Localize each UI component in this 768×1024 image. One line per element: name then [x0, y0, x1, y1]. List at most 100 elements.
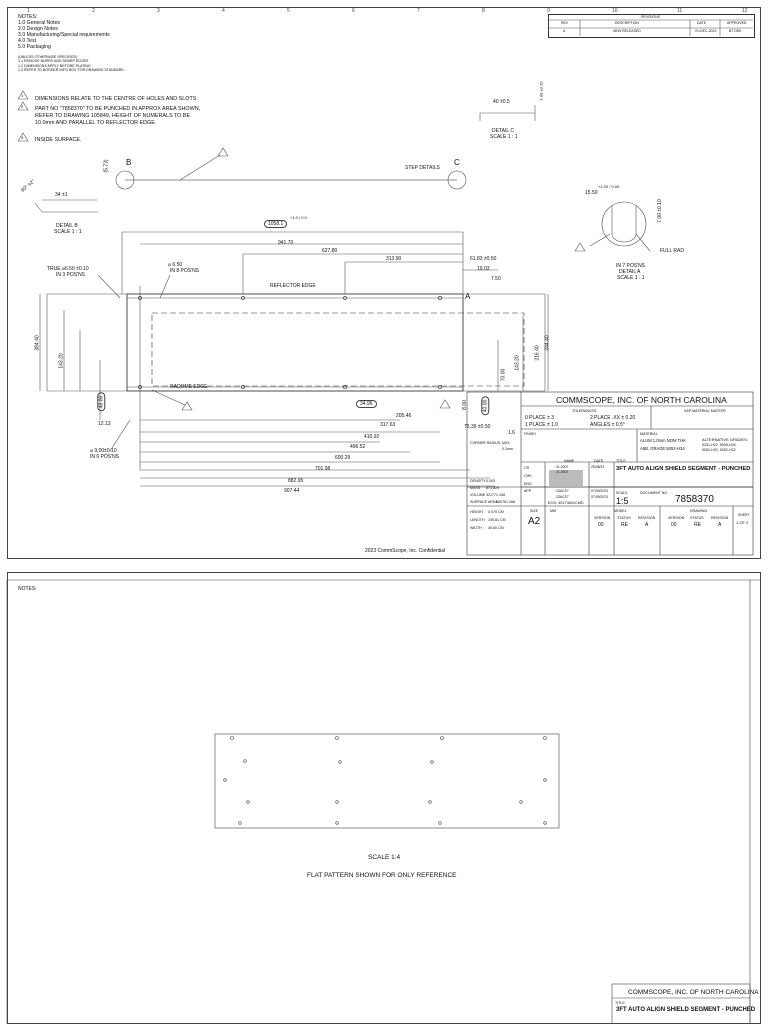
height-value: 0.070 CM [488, 510, 504, 514]
positions-6-label: IN 6 POS'NS [90, 454, 120, 460]
finish-label: FINISH [524, 432, 536, 436]
width-value: 40.60 CM [488, 526, 504, 530]
version-label: VERSION [594, 516, 611, 520]
dimension-value: 600.29 [335, 455, 351, 461]
units-value: MM [550, 509, 556, 513]
material-value: ALUM 1.0mm NOM THK [640, 438, 686, 443]
mass-label: MASS [470, 486, 481, 490]
dimension-value: 317.63 [380, 422, 396, 428]
reflector-edge-label: REFLECTOR EDGE [270, 283, 316, 289]
dim-tolerance: +1.0 / 0.0 [290, 215, 307, 220]
view-label-b: B [126, 158, 132, 167]
tolerance-value: ANGLES ± 0.5° [590, 422, 625, 428]
dimension-value: 15.50 [585, 190, 598, 196]
dimension-value: 1.00 ±0.10 [538, 81, 544, 101]
dimension-value: 313.90 [386, 256, 402, 262]
detail-a-label: DETAIL A [619, 269, 641, 275]
flag-note-2: PART NO "7858370" TO BE PUNCHED IN APPRO… [35, 106, 201, 112]
revision-header: REV [561, 21, 569, 25]
dimension-value: 941.70 [278, 240, 294, 246]
sheet-size: A2 [528, 516, 541, 527]
col-label: 1 [27, 8, 30, 14]
material-value: A5B, GRADE 5052-H34 [640, 446, 685, 451]
dimension-value: +1.00 / 0.00 [598, 184, 620, 189]
detail-b-scale: SCALE 1 : 1 [54, 229, 82, 235]
detail-c-label: DETAIL C [492, 128, 514, 134]
revision-value: A [645, 522, 649, 528]
material-master-label: SAP MATERIAL MASTER [684, 409, 726, 413]
corner-radius-label: CORNER RADIUS [470, 441, 501, 445]
dimension-value: 244.40 [544, 335, 551, 351]
material-label: MATERIAL [640, 432, 658, 436]
notes-heading: NOTES: [18, 586, 37, 592]
signer: 21-0007 [556, 465, 569, 469]
version-value: 00 [598, 522, 604, 528]
dimension-value: 19.03 [477, 266, 490, 272]
width-label: WIDTH [470, 526, 482, 530]
alternative-grade: 5251-H22, 5005-H34 [702, 443, 736, 447]
col-label: 9 [547, 8, 550, 14]
note-item: 5.0 Packaging [18, 44, 51, 50]
dimension-value: 701.98 [315, 466, 331, 472]
hole-dia-label: ⌀ 6.50 [168, 262, 183, 268]
tolerance-value: 1 PLACE ± 1.0 [525, 422, 559, 428]
dimension-value: 7.00 ±0.10 [656, 199, 663, 223]
revision-cell: BT DEE [729, 29, 742, 33]
dimension-value: 40.00 [97, 392, 106, 412]
dimension-value: 384.40 [34, 335, 41, 351]
note-small: 1.3 REFER TO BORDER INFO BOX FOR DRAWING… [18, 68, 124, 73]
sheet-number: 1 OF 2 [736, 520, 749, 525]
document-number: 7858370 [675, 494, 714, 505]
dimension-value: 882.95 [288, 478, 304, 484]
revision-label: REVISION [638, 516, 656, 520]
dim-overall-length: 1058.1 [264, 220, 288, 228]
sign-role: APP [524, 489, 532, 493]
col-label: 7 [417, 8, 420, 14]
version-label: VERSION [668, 516, 685, 520]
note-item: 2.0 Design Notes [18, 26, 58, 32]
flat-pattern [6, 579, 761, 1024]
col-label: 12 [742, 8, 748, 14]
detail-a-positions: IN 7 POS'NS [616, 263, 646, 269]
title-label: TITLE [616, 459, 626, 463]
revision-title: REVISIONS [641, 15, 661, 19]
volume-value: 321771.158 [486, 493, 505, 497]
col-label: 6 [352, 8, 355, 14]
note-small: 1.1 REMOVE BURRS AND SHARP EDGES [18, 59, 89, 64]
general-notes: NOTES: 1.0 General Notes 2.0 Design Note… [18, 14, 124, 73]
radius-value: 0.2mm [502, 447, 513, 451]
full-rad-label: FULL RAD [660, 248, 684, 254]
length-label: LENGTH [470, 518, 485, 522]
title-label: TITLE [615, 1001, 625, 1005]
col-label: 4 [222, 8, 225, 14]
flag-number: 2 [21, 104, 24, 109]
revision-label: REVISION [711, 516, 729, 520]
volume-label: VOLUME [470, 493, 486, 497]
dimension-value: 70.00 [500, 368, 507, 382]
surface-label: SURFACE AREA [470, 500, 498, 504]
drawing-geometry [17, 19, 754, 556]
drawing-title: 3FT AUTO ALIGN SHIELD SEGMENT - PUNCHED [616, 1007, 756, 1013]
name-label: NAME [564, 459, 575, 463]
drawing-title: 3FT AUTO ALIGN SHIELD SEGMENT - PUNCHED [616, 466, 751, 472]
density-label: DENSITY [470, 479, 486, 483]
size-label: SIZE [530, 509, 538, 513]
dimension-value: 40 ±0.5 [493, 99, 510, 105]
dimension-value: 61.83 ±0.50 [470, 256, 497, 262]
note-small: 1.2 DIMENSIONS APPLY BEFORE PLATING [18, 63, 91, 68]
step-details-label: STEP DETAILS [405, 165, 440, 171]
tolerance-value: 0 PLACE ± 3 [525, 415, 554, 421]
note-item: 4.0 Test [18, 38, 37, 44]
flag-note-2: 10.0mm AND PARALLEL TO REFLECTOR EDGE. [35, 120, 157, 126]
sign-date: 29/08/23 [591, 465, 605, 469]
flag-number: 1 [21, 93, 24, 98]
dimension-value: 8.00 [461, 400, 468, 410]
surface-value: 660761.268 [496, 500, 515, 504]
density-value: 0.003 [486, 479, 495, 483]
sign-date: 07/09/2023 [591, 489, 608, 493]
radome-edge-label: RADOME EDGE [170, 384, 208, 390]
col-label: 2 [92, 8, 95, 14]
dimension-value: 34 ±1 [55, 192, 68, 198]
tolerance-value: 2 PLACE .XX ± 0.20 [590, 415, 636, 421]
dimension-value: 143.20 [514, 355, 521, 371]
